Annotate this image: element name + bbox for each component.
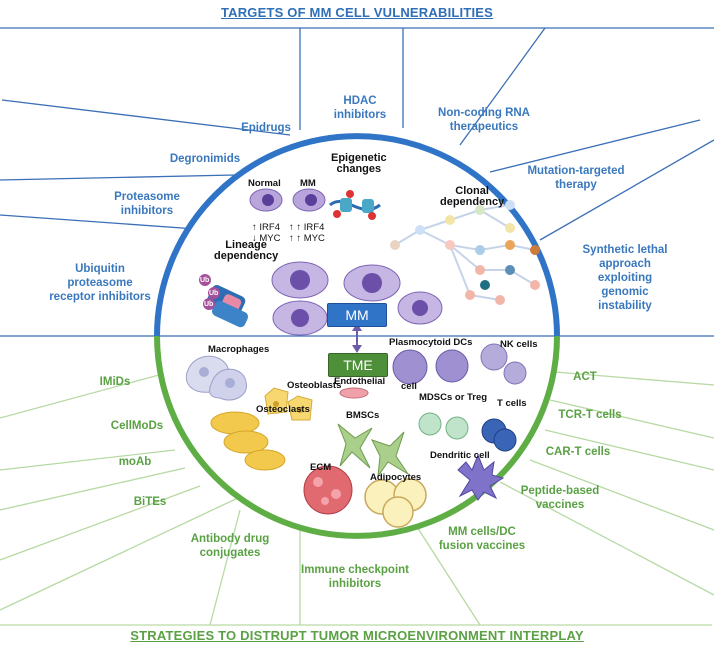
top-spokes — [0, 27, 714, 337]
label-mm-small: MM — [300, 178, 316, 189]
normal-markers: ↑ IRF4 ↓ MYC — [252, 222, 281, 244]
label-imids: IMiDs — [99, 376, 131, 388]
label-hdac-inhibitors: HDAC inhibitors — [333, 95, 387, 121]
clonal-tree-icon — [390, 200, 540, 305]
label-plasmacytoid-dcs: Plasmocytoid DCs — [389, 337, 473, 348]
label-peptide-vaccines: Peptide-based vaccines — [520, 485, 600, 511]
macrophage-icon — [186, 355, 248, 401]
tme-arc — [154, 335, 560, 539]
label-degronimids: Degronimids — [169, 153, 241, 165]
label-osteoclasts: Osteoclasts — [256, 404, 310, 415]
label-car-t-cells: CAR-T cells — [545, 446, 611, 458]
top-header: TARGETS OF MM CELL VULNERABILITIES — [220, 5, 494, 20]
label-ecm: ECM — [310, 462, 332, 473]
label-noncoding-rna: Non-coding RNA therapeutics — [438, 107, 530, 133]
osteoblast-icon — [264, 387, 313, 421]
label-act: ACT — [573, 371, 597, 383]
mm-arc — [154, 133, 560, 337]
bmsc-icon — [337, 423, 409, 478]
label-fusion-vaccines: MM cells/DC fusion vaccines — [438, 526, 526, 552]
label-nk-cells: NK cells — [500, 339, 538, 350]
mm-badge: MM — [327, 303, 387, 327]
myeloma-cells-icon — [271, 261, 443, 336]
adipocyte-icon — [364, 478, 427, 528]
label-endothelial: Endothelial — [334, 376, 386, 387]
dendritic-cell-icon — [457, 453, 505, 501]
label-epidrugs: Epidrugs — [241, 122, 291, 134]
label-mutation-targeted: Mutation-targeted therapy — [527, 165, 625, 191]
label-ubiquitin-receptor: Ubiquitin proteasome receptor inhibitors — [49, 263, 151, 303]
label-moab: moAb — [118, 456, 152, 468]
bottom-header: STRATEGIES TO DISTRUPT TUMOR MICROENVIRO… — [130, 628, 584, 643]
label-macrophages: Macrophages — [208, 344, 270, 355]
label-normal: Normal — [248, 178, 281, 189]
dna-histone-icon — [329, 190, 381, 220]
proteasome-icon — [199, 274, 249, 328]
label-osteoblasts: Osteoblasts — [287, 380, 342, 391]
label-adipocytes: Adipocytes — [370, 472, 422, 483]
mdsc-treg-icon — [418, 412, 469, 440]
osteoclast-icon — [210, 411, 286, 471]
label-antibody-drug-conjugates: Antibody drug conjugates — [190, 533, 270, 559]
ub-tag-1: Ub — [200, 277, 210, 284]
label-epigenetic-changes: Epigenetic changes — [331, 152, 387, 175]
label-tcr-t-cells: TCR-T cells — [558, 409, 622, 421]
label-cellmods: CellMoDs — [110, 420, 164, 432]
label-bmscs: BMSCs — [346, 410, 380, 421]
label-clonal-dependency: Clonal dependency — [440, 185, 505, 208]
plasmacytoid-dc-icon — [392, 349, 469, 385]
label-t-cells: T cells — [497, 398, 527, 409]
mm-markers: ↑ ↑ IRF4 ↑ ↑ MYC — [289, 222, 325, 244]
endothelial-cell-icon — [339, 387, 369, 399]
label-bites: BiTEs — [133, 496, 167, 508]
label-lineage-dependency: Lineage dependency — [214, 239, 279, 262]
label-mdscs-treg: MDSCs or Treg — [419, 392, 488, 403]
label-immune-checkpoint: Immune checkpoint inhibitors — [301, 564, 409, 590]
mm-cell-icon — [292, 188, 326, 212]
mm-tme-arrow — [352, 323, 362, 353]
label-dendritic-cell: Dendritic cell — [430, 450, 490, 461]
bottom-spokes — [0, 371, 714, 626]
label-endothelial-cell: cell — [401, 381, 417, 392]
ub-tag-3: Ub — [204, 301, 214, 308]
ecm-icon — [303, 465, 353, 515]
normal-cell-icon — [249, 188, 283, 212]
label-synthetic-lethal: Synthetic lethal approach exploiting gen… — [582, 244, 668, 312]
tme-badge: TME — [328, 353, 388, 377]
t-cell-icon — [481, 418, 517, 452]
ub-tag-2: Ub — [209, 290, 219, 297]
label-proteasome-inhibitors: Proteasome inhibitors — [114, 191, 180, 217]
nk-cell-icon — [480, 343, 527, 385]
